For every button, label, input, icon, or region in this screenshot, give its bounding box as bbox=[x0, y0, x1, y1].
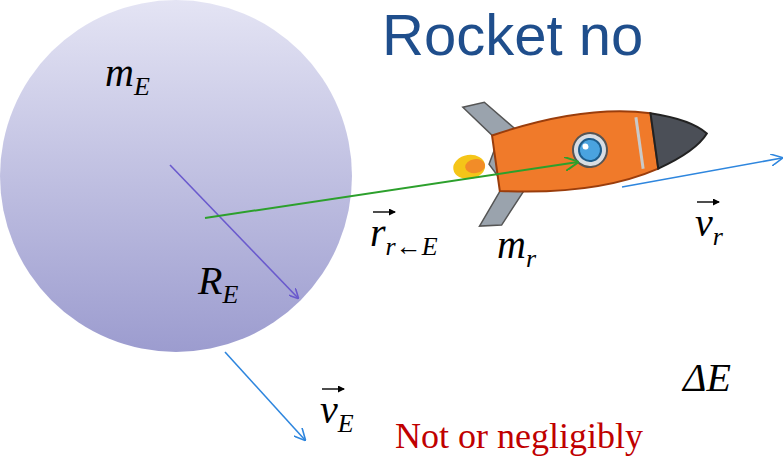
rocket-velocity bbox=[622, 158, 782, 187]
earth-circle bbox=[0, 0, 352, 352]
earth-node: mE RE bbox=[0, 0, 352, 352]
note-text: Not or negligibly bbox=[395, 416, 643, 457]
vector-symbol: vE bbox=[320, 387, 354, 439]
mass-symbol: mr bbox=[497, 222, 536, 274]
energy-symbol: ΔE bbox=[683, 355, 731, 401]
rocket-picture bbox=[445, 72, 716, 230]
earth-velocity bbox=[225, 352, 305, 440]
mass-symbol: mE bbox=[105, 50, 150, 102]
vector-symbol: rr←E bbox=[370, 210, 438, 262]
slide-title: Rocket no bbox=[382, 2, 643, 69]
position-vector bbox=[205, 162, 578, 218]
vector-symbol: vr bbox=[695, 200, 723, 252]
radius-arrow bbox=[170, 165, 298, 298]
radius-symbol: RE bbox=[198, 258, 238, 310]
